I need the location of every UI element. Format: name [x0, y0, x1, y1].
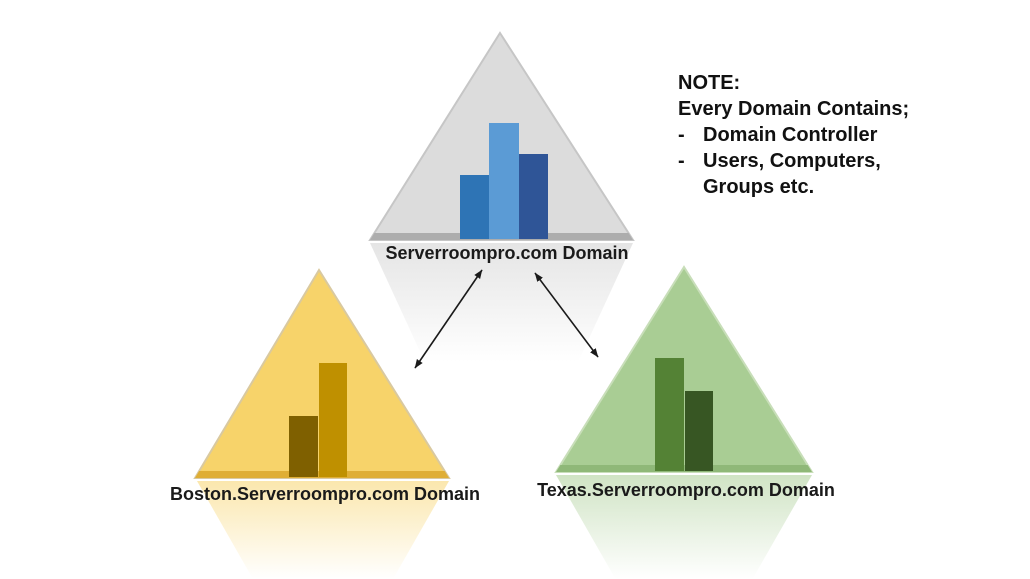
- root-bar-chart-icon-bar-1: [460, 175, 489, 239]
- root-domain-label: Serverroompro.com Domain: [385, 243, 629, 263]
- note-subtitle: Every Domain Contains;: [678, 98, 910, 120]
- root-domain-triangle: [368, 31, 635, 241]
- boston-domain-label: Boston.Serverroompro.com Domain: [170, 484, 481, 504]
- note-item-text: Users, Computers,: [703, 150, 881, 172]
- boston-domain-triangle: [193, 268, 451, 479]
- note-item-dash: -: [678, 150, 685, 172]
- texas-bar-chart-icon-bar-2: [685, 391, 713, 471]
- note-item-groups-etc: Groups etc.: [678, 174, 1008, 200]
- note-item-users-computers: - Users, Computers,: [678, 148, 1008, 174]
- note-item-dash: -: [678, 124, 685, 146]
- note-item-dash-spacer: [678, 174, 703, 200]
- note-title: NOTE:: [678, 72, 741, 94]
- boston-bar-chart-icon-bar-2: [319, 363, 347, 477]
- texas-domain-label: Texas.Serverroompro.com Domain: [537, 480, 835, 500]
- note-item-text: Groups etc.: [703, 176, 815, 198]
- note-item-text: Domain Controller: [703, 124, 878, 146]
- note-block: NOTE: Every Domain Contains; - Domain Co…: [678, 70, 1008, 200]
- texas-bar-chart-icon-bar-1: [655, 358, 684, 471]
- note-item-domain-controller: - Domain Controller: [678, 122, 1008, 148]
- boston-bar-chart-icon-bar-1: [289, 416, 318, 477]
- root-bar-chart-icon-bar-2: [489, 123, 519, 239]
- root-bar-chart-icon-bar-3: [519, 154, 548, 239]
- texas-domain-triangle: [554, 265, 814, 473]
